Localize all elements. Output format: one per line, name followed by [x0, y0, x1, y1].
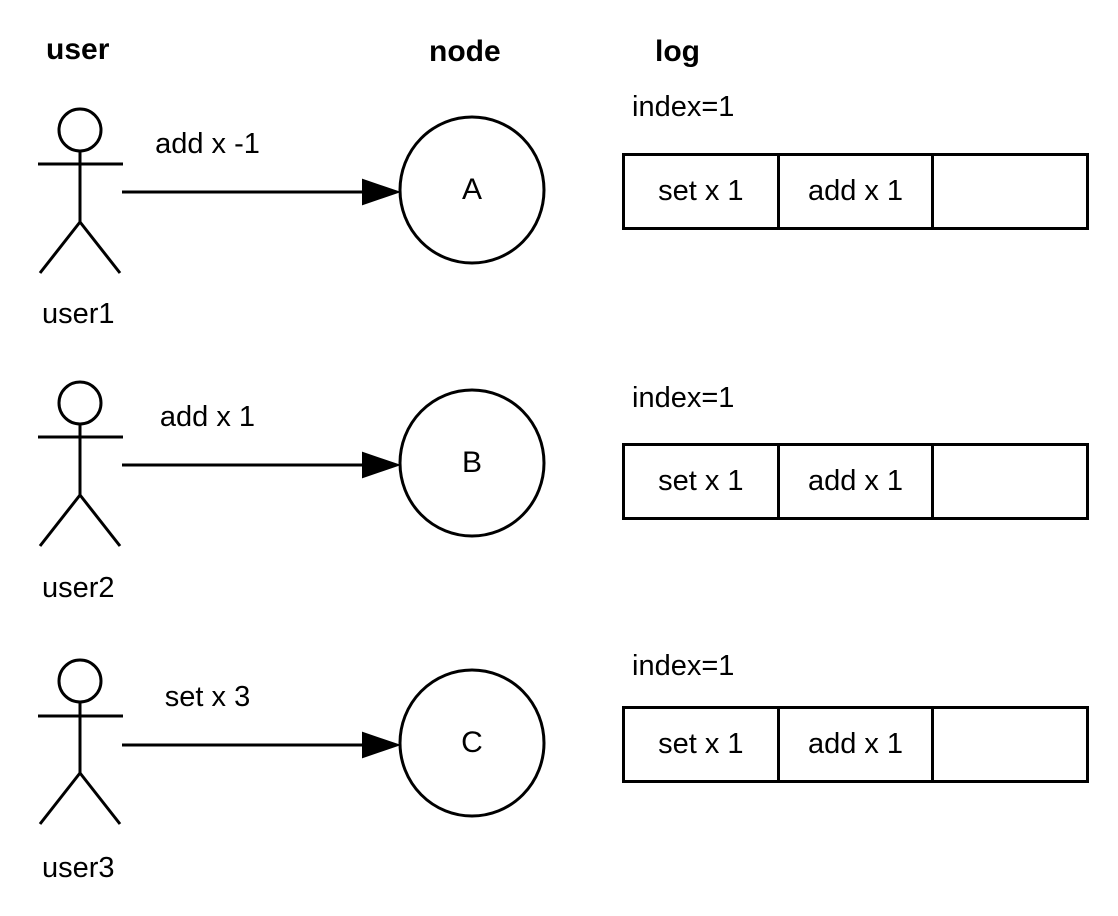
node-circle-C: [398, 668, 546, 818]
log-cell: set x 1: [625, 709, 780, 780]
log-index-label: index=1: [632, 650, 735, 682]
actor-figure-user3: [38, 658, 123, 825]
column-header-node: node: [429, 35, 501, 68]
actor-figure-user2: [38, 380, 123, 547]
actor-head: [57, 658, 103, 704]
log-cell: add x 1: [780, 156, 935, 227]
actor-right-leg: [78, 772, 122, 825]
log-table: set x 1 add x 1: [622, 706, 1089, 783]
actor-head: [57, 107, 103, 153]
log-cell: add x 1: [780, 709, 935, 780]
actor-head: [57, 380, 103, 426]
actor-right-leg: [78, 494, 122, 547]
actor-figure-user1: [38, 107, 123, 274]
log-cell: [934, 156, 1086, 227]
actor-left-leg: [38, 772, 82, 825]
log-index-label: index=1: [632, 91, 735, 123]
actor-right-leg: [78, 221, 122, 274]
log-cell: add x 1: [780, 446, 935, 517]
log-cell: set x 1: [625, 446, 780, 517]
user-name-label: user3: [42, 852, 115, 884]
log-table: set x 1 add x 1: [622, 443, 1089, 520]
actor-left-leg: [38, 221, 82, 274]
log-table: set x 1 add x 1: [622, 153, 1089, 230]
message-arrow-3: [122, 731, 402, 759]
column-header-user: user: [46, 33, 110, 66]
action-label: set x 3: [164, 681, 251, 713]
log-cell: [934, 446, 1086, 517]
node-circle-A: [398, 115, 546, 265]
node-label: C: [461, 726, 483, 759]
log-cell: [934, 709, 1086, 780]
message-arrow-2: [122, 451, 402, 479]
user-name-label: user1: [42, 298, 115, 330]
log-cell: set x 1: [625, 156, 780, 227]
arrow-head-icon: [362, 731, 402, 759]
actor-left-leg: [38, 494, 82, 547]
arrow-head-icon: [362, 451, 402, 479]
action-label: add x -1: [155, 128, 260, 160]
node-label: A: [461, 173, 482, 206]
node-label: B: [461, 446, 482, 479]
arrow-head-icon: [362, 178, 402, 206]
message-arrow-1: [122, 178, 402, 206]
log-index-label: index=1: [632, 382, 735, 414]
node-circle-B: [398, 388, 546, 538]
user-name-label: user2: [42, 572, 115, 604]
column-header-log: log: [655, 35, 700, 68]
action-label: add x 1: [159, 401, 256, 433]
